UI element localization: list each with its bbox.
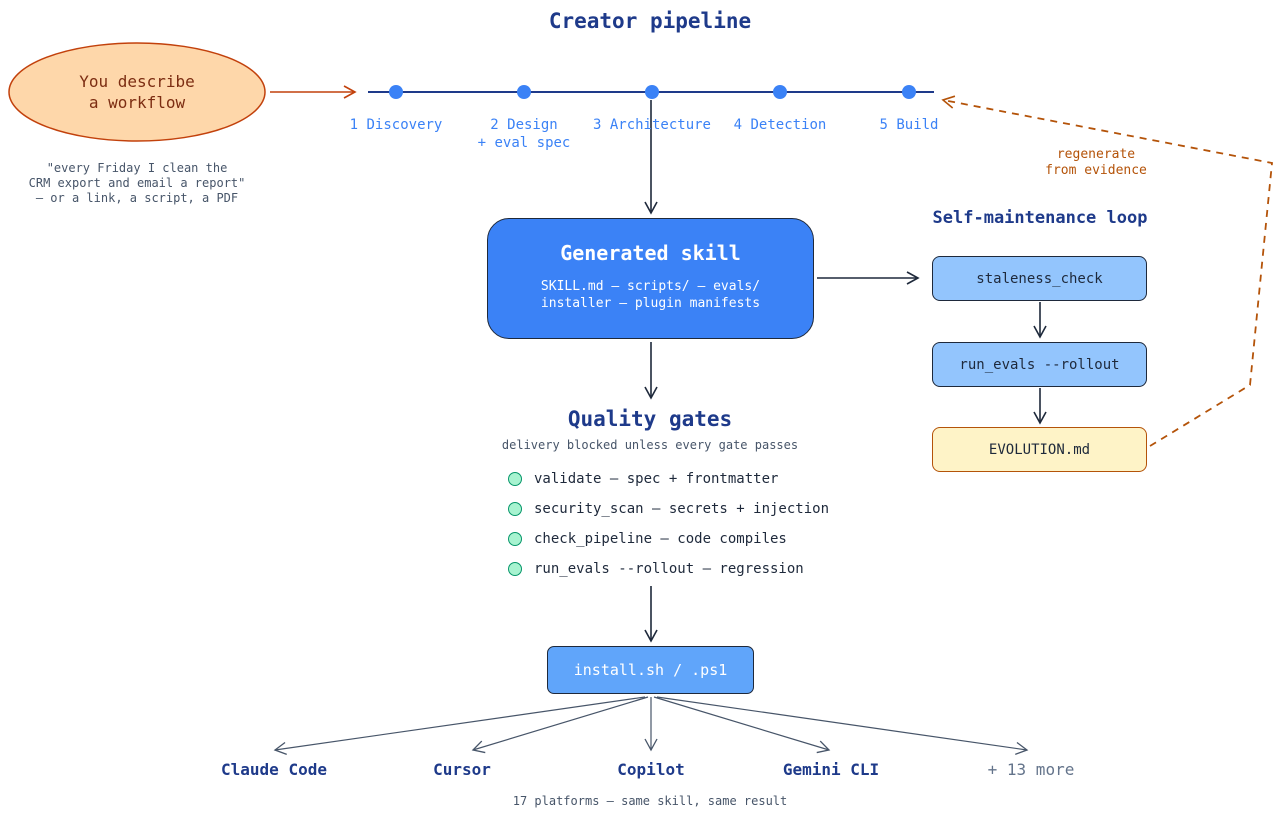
gate-check-pipeline: check_pipeline – code compiles: [508, 529, 787, 549]
platform-cursor: Cursor: [433, 760, 491, 779]
platform-gemini-cli: Gemini CLI: [782, 760, 880, 779]
platforms-footer: 17 platforms – same skill, same result: [512, 794, 788, 808]
input-example: "every Friday I clean the CRM export and…: [28, 161, 246, 205]
gate-label: run_evals --rollout – regression: [534, 561, 804, 577]
loop-item-run-evals: run_evals --rollout: [932, 342, 1147, 387]
fan-arrow-2: [471, 696, 649, 754]
step-dot-2: [517, 85, 531, 99]
step-dot-3: [645, 85, 659, 99]
gate-label: validate – spec + frontmatter: [534, 471, 779, 487]
feedback-label: regenerate from evidence: [1045, 147, 1147, 178]
step-label-3: 3 Architecture: [592, 117, 711, 133]
step-label-4: 4 Detection: [733, 117, 827, 133]
gate-label: check_pipeline – code compiles: [534, 531, 787, 547]
input-oval: [8, 42, 266, 142]
skill-title: Generated skill: [560, 241, 741, 265]
fan-arrow-4: [653, 696, 831, 754]
platform-copilot: Copilot: [617, 760, 685, 779]
fan-arrow-5: [656, 696, 1029, 755]
quality-subtitle: delivery blocked unless every gate passe…: [501, 438, 799, 452]
gate-check-icon: [508, 472, 522, 486]
fan-arrow-1: [273, 696, 646, 755]
input-label: You describe a workflow: [79, 72, 195, 112]
gate-check-icon: [508, 562, 522, 576]
gate-run-evals: run_evals --rollout – regression: [508, 559, 804, 579]
loop-title: Self-maintenance loop: [932, 208, 1148, 228]
platform-claude-code: Claude Code: [221, 760, 327, 779]
generated-skill-box: Generated skill SKILL.md – scripts/ – ev…: [487, 218, 814, 339]
gate-check-icon: [508, 532, 522, 546]
gate-label: security_scan – secrets + injection: [534, 501, 830, 517]
step-label-2: 2 Design + eval spec: [477, 117, 571, 151]
skill-subtitle: SKILL.md – scripts/ – evals/ installer –…: [540, 279, 761, 311]
step-dot-4: [773, 85, 787, 99]
step-dot-1: [389, 85, 403, 99]
step-label-1: 1 Discovery: [349, 117, 443, 133]
step-dot-5: [902, 85, 916, 99]
install-box: install.sh / .ps1: [547, 646, 754, 694]
page-title: Creator pipeline: [548, 9, 752, 33]
gate-validate: validate – spec + frontmatter: [508, 469, 778, 489]
gate-check-icon: [508, 502, 522, 516]
gate-security-scan: security_scan – secrets + injection: [508, 499, 829, 519]
quality-title: Quality gates: [567, 407, 733, 431]
loop-item-staleness-check: staleness_check: [932, 256, 1147, 301]
step-label-5: 5 Build: [879, 117, 939, 133]
evolution-box: EVOLUTION.md: [932, 427, 1147, 472]
feedback-dashed-arrow: [941, 95, 1273, 447]
platform-more: + 13 more: [987, 760, 1075, 779]
